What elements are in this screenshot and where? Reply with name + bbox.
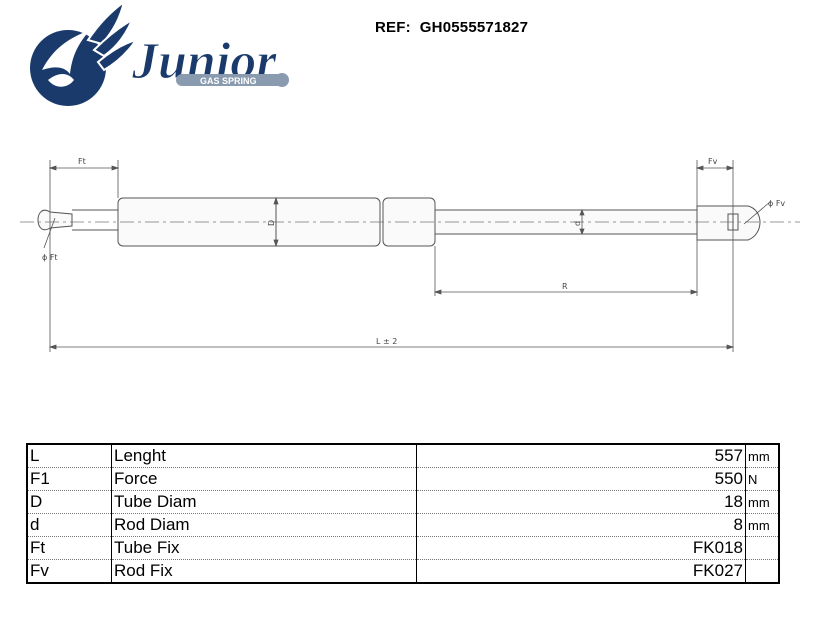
spec-value: 8 (416, 513, 746, 537)
rod-diameter-label: d (573, 221, 582, 226)
table-row: d Rod Diam 8 mm (26, 513, 780, 537)
table-row: L Lenght 557 mm (26, 444, 780, 468)
stroke-label: R (562, 282, 568, 291)
spec-unit (745, 536, 780, 560)
spec-label: Lenght (111, 444, 417, 468)
spec-label: Rod Fix (111, 559, 417, 583)
table-row: Fv Rod Fix FK027 (26, 559, 780, 583)
spec-label: Force (111, 467, 417, 491)
junior-logo: Junior GAS SPRING (30, 0, 289, 106)
table-row: D Tube Diam 18 mm (26, 490, 780, 514)
spec-value: 557 (416, 444, 746, 468)
rod-fix-diameter-label: ϕ Fv (768, 199, 785, 208)
table-row: F1 Force 550 N (26, 467, 780, 491)
gas-spring-bar-end (275, 73, 289, 87)
tube-end-fitting (37, 209, 73, 231)
spec-unit: mm (745, 513, 780, 537)
spec-unit: mm (745, 490, 780, 514)
spec-label: Tube Diam (111, 490, 417, 514)
spec-unit: mm (745, 444, 780, 468)
length-label: L ± 2 (376, 337, 397, 346)
spec-code: Fv (26, 559, 112, 583)
spec-code: d (26, 513, 112, 537)
spec-code: Ft (26, 536, 112, 560)
spec-code: L (26, 444, 112, 468)
spec-value: FK018 (416, 536, 746, 560)
reference-line: REF: GH0555571827 (375, 19, 528, 36)
fv-label: Fv (708, 157, 718, 166)
brand-tagline: GAS SPRING (200, 76, 257, 86)
spec-value: 550 (416, 467, 746, 491)
ft-label: Ft (78, 157, 86, 166)
specifications-table: L Lenght 557 mm F1 Force 550 N D Tube Di… (26, 443, 780, 584)
table-row: Ft Tube Fix FK018 (26, 536, 780, 560)
reference-label: REF: (375, 19, 411, 36)
spec-value: FK027 (416, 559, 746, 583)
gas-spring-technical-drawing: Ft Fv ϕ Ft ϕ Fv D d R L ± 2 (20, 157, 800, 352)
spec-value: 18 (416, 490, 746, 514)
wing-feathers-icon (86, 0, 139, 72)
spec-code: F1 (26, 467, 112, 491)
gas-spring-bar (176, 74, 288, 86)
spec-unit: N (745, 467, 780, 491)
spec-code: D (26, 490, 112, 514)
tube-diameter-label: D (267, 220, 276, 226)
spec-label: Rod Diam (111, 513, 417, 537)
winged-helmet-icon (42, 30, 90, 87)
reference-code: GH0555571827 (419, 19, 529, 36)
spec-unit (745, 559, 780, 583)
spec-label: Tube Fix (111, 536, 417, 560)
tube-fix-diameter-label: ϕ Ft (42, 253, 58, 262)
